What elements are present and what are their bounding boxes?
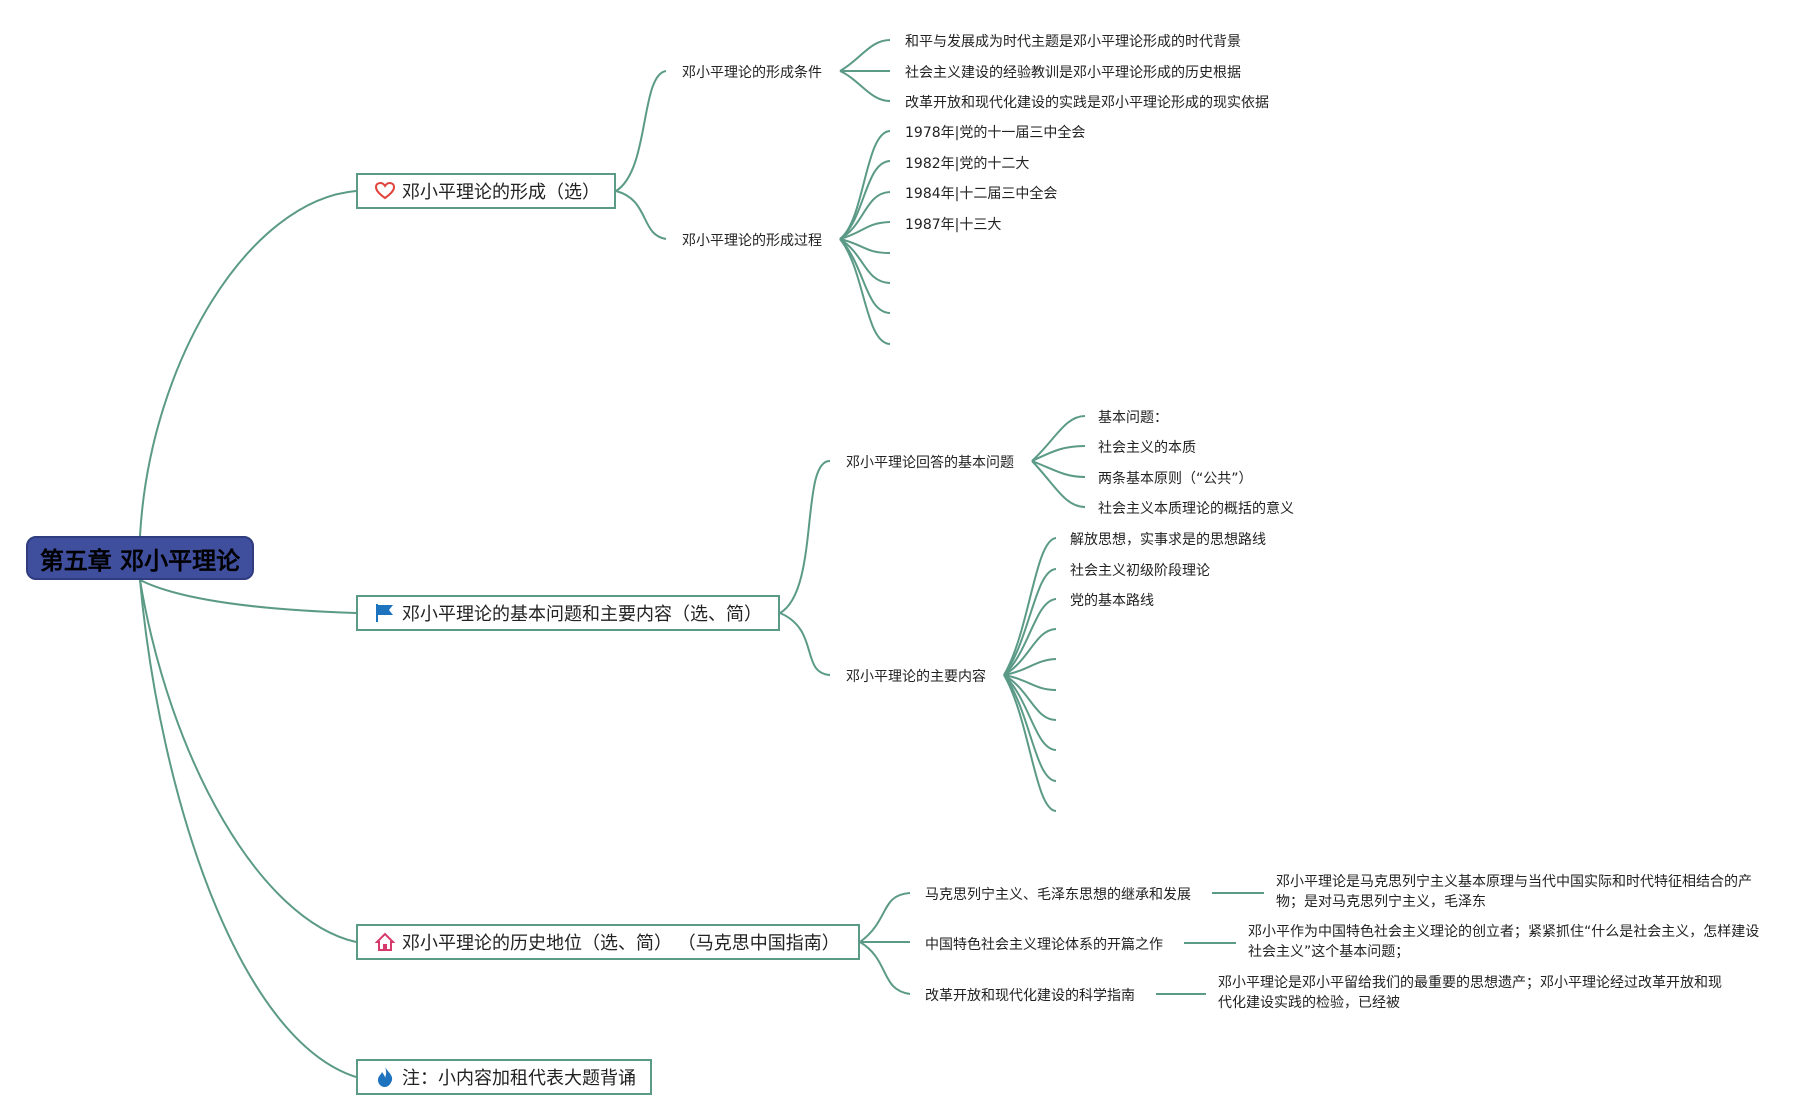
leaf-question[interactable]: 社会主义本质理论的概括的意义: [1098, 501, 1294, 517]
edge-root-branch2: [139, 579, 357, 614]
edge-proc-leaf8: [839, 238, 891, 345]
edge-c-leaf5: [1003, 658, 1057, 676]
flame-icon: [374, 1066, 396, 1088]
edge-c-leaf4: [1003, 628, 1057, 676]
leaf-process[interactable]: 1984年|十二届三中全会: [905, 186, 1058, 202]
edge-b1-process: [615, 190, 667, 240]
edge-b1-conditions: [615, 70, 667, 192]
note-history-guide[interactable]: 邓小平理论是邓小平留给我们的最重要的思想遗产；邓小平理论经过改革开放和现代化建设…: [1218, 975, 1722, 1011]
edge-c-leaf3: [1003, 598, 1057, 676]
note-history-inheritance[interactable]: 邓小平理论是马克思列宁主义基本原理与当代中国实际和时代特征相结合的产物；是对马克…: [1276, 874, 1752, 910]
leaf-condition[interactable]: 改革开放和现代化建设的实践是邓小平理论形成的现实依据: [905, 95, 1269, 111]
topic-formation-process[interactable]: 邓小平理论的形成过程: [682, 233, 822, 249]
edge-b2-questions: [779, 459, 831, 614]
edge-c-leaf7: [1003, 674, 1057, 721]
branch-label: 注：小内容加租代表大题背诵: [402, 1068, 636, 1089]
edge-cond-leaf1: [839, 39, 891, 72]
heart-icon: [374, 180, 396, 202]
edge-q-leaf3: [1031, 460, 1086, 478]
edge-proc-leaf4: [839, 221, 891, 240]
edge-c-leaf9: [1003, 674, 1057, 782]
edge-root-branch3: [139, 579, 357, 943]
topic-basic-questions[interactable]: 邓小平理论回答的基本问题: [846, 455, 1014, 471]
leaf-content[interactable]: 党的基本路线: [1070, 593, 1154, 609]
edge-c-leaf6: [1003, 674, 1057, 691]
branch-label: 邓小平理论的形成（选）: [402, 182, 600, 203]
edge-c-leaf8: [1003, 674, 1057, 751]
topic-main-content[interactable]: 邓小平理论的主要内容: [846, 669, 986, 685]
edge-proc-leaf3: [839, 191, 891, 240]
branch-basic-content[interactable]: 邓小平理论的基本问题和主要内容（选、简）: [356, 595, 780, 631]
home-icon: [374, 931, 396, 953]
edge-proc-leaf6: [839, 238, 891, 284]
edge-cond-leaf3: [839, 70, 891, 102]
leaf-condition[interactable]: 和平与发展成为时代主题是邓小平理论形成的时代背景: [905, 34, 1241, 50]
root-title: 第五章 邓小平理论: [39, 546, 241, 575]
edge-proc-leaf5: [839, 238, 891, 254]
leaf-process[interactable]: 1978年|党的十一届三中全会: [905, 125, 1086, 141]
note-history-opening-work[interactable]: 邓小平作为中国特色社会主义理论的创立者；紧紧抓住“什么是社会主义，怎样建设社会主…: [1248, 924, 1760, 960]
edge-b3-h3: [859, 941, 911, 995]
leaf-process[interactable]: 1982年|党的十二大: [905, 156, 1030, 172]
branch-label: 邓小平理论的历史地位（选、简） （马克思中国指南）: [402, 933, 840, 954]
edge-c-leaf2: [1003, 568, 1057, 676]
topic-history-opening-work[interactable]: 中国特色社会主义理论体系的开篇之作: [925, 937, 1163, 953]
edge-root-branch1: [139, 190, 357, 537]
edge-proc-leaf2: [839, 160, 891, 240]
topic-history-guide[interactable]: 改革开放和现代化建设的科学指南: [925, 988, 1135, 1004]
flag-icon: [374, 602, 396, 624]
edge-b3-h1: [859, 892, 911, 943]
branch-note[interactable]: 注：小内容加租代表大题背诵: [356, 1059, 652, 1095]
root-topic[interactable]: 第五章 邓小平理论: [26, 536, 254, 580]
leaf-question[interactable]: 两条基本原则（“公共”）: [1098, 471, 1253, 487]
topic-formation-conditions[interactable]: 邓小平理论的形成条件: [682, 65, 822, 81]
leaf-content[interactable]: 解放思想，实事求是的思想路线: [1070, 532, 1266, 548]
topic-history-inheritance[interactable]: 马克思列宁主义、毛泽东思想的继承和发展: [925, 887, 1191, 903]
branch-formation[interactable]: 邓小平理论的形成（选）: [356, 173, 616, 209]
edge-b2-content: [779, 612, 831, 676]
leaf-content[interactable]: 社会主义初级阶段理论: [1070, 563, 1210, 579]
branch-history[interactable]: 邓小平理论的历史地位（选、简） （马克思中国指南）: [356, 924, 860, 960]
leaf-process[interactable]: 1987年|十三大: [905, 217, 1002, 233]
leaf-question[interactable]: 基本问题：: [1098, 410, 1168, 426]
branch-label: 邓小平理论的基本问题和主要内容（选、简）: [402, 604, 762, 625]
edge-q-leaf4: [1031, 460, 1086, 508]
edge-q-leaf1: [1031, 415, 1086, 462]
edge-c-leaf10: [1003, 674, 1057, 812]
leaf-condition[interactable]: 社会主义建设的经验教训是邓小平理论形成的历史根据: [905, 65, 1241, 81]
edge-proc-leaf7: [839, 238, 891, 314]
edge-root-branch4: [139, 579, 357, 1078]
edge-q-leaf2: [1031, 445, 1086, 462]
edge-c-leaf1: [1003, 537, 1057, 676]
leaf-question[interactable]: 社会主义的本质: [1098, 440, 1196, 456]
